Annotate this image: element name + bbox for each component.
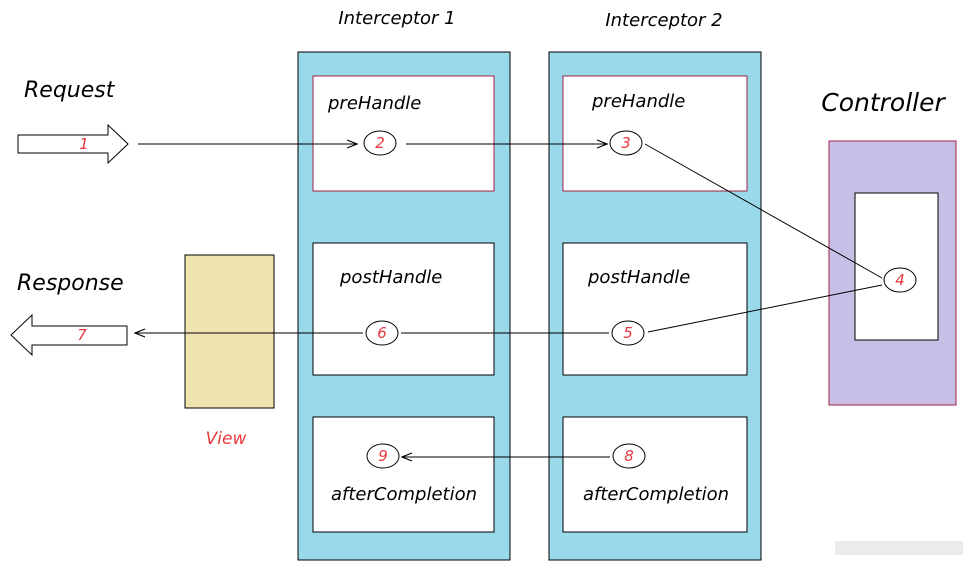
view-label: View [206, 429, 247, 449]
interceptor-2-aftercompletion-box [562, 416, 748, 533]
interceptor-1-prehandle-label: preHandle [327, 93, 421, 114]
connector-3-to-4 [644, 143, 883, 279]
interceptor-1-posthandle-box [312, 242, 495, 376]
request-arrow [17, 123, 129, 165]
step-8-label: 8 [624, 447, 634, 465]
controller-title: Controller [821, 88, 946, 117]
step-6-circle [365, 320, 399, 346]
interceptor-1-aftercompletion-box [312, 416, 495, 533]
step-2-circle [363, 130, 397, 156]
connector-4-to-5 [647, 284, 883, 333]
step-3-circle [609, 130, 643, 156]
interceptor-2-prehandle-label: preHandle [591, 91, 685, 112]
response-arrow [10, 313, 128, 357]
step-6-label: 6 [377, 324, 387, 342]
interceptor-2-posthandle-box [562, 242, 748, 376]
interceptor-2-prehandle-box [562, 75, 748, 192]
step-9-label: 9 [378, 447, 388, 465]
step-4-circle [883, 267, 917, 293]
interceptor-2-posthandle-label: postHandle [587, 267, 690, 288]
step-8-circle [612, 443, 646, 469]
view-box [184, 254, 275, 409]
step-2-label: 2 [375, 134, 385, 152]
step-1-label: 1 [79, 135, 89, 153]
step-7-label: 7 [77, 326, 87, 344]
interceptor-1-prehandle-box [312, 75, 495, 192]
response-label: Response [17, 271, 124, 296]
watermark-blur [835, 541, 963, 555]
controller-inner-box [854, 192, 939, 341]
step-4-label: 4 [895, 271, 905, 289]
interceptor-2-title: Interceptor 2 [605, 10, 722, 31]
step-5-circle [611, 320, 645, 346]
interceptor-2-aftercompletion-label: afterCompletion [583, 484, 729, 505]
interceptor-1-title: Interceptor 1 [338, 8, 455, 29]
step-3-label: 3 [621, 134, 631, 152]
step-5-label: 5 [623, 324, 633, 342]
interceptor-1-aftercompletion-label: afterCompletion [331, 484, 477, 505]
request-label: Request [24, 78, 116, 103]
step-9-circle [366, 443, 400, 469]
interceptor-1-posthandle-label: postHandle [339, 267, 442, 288]
